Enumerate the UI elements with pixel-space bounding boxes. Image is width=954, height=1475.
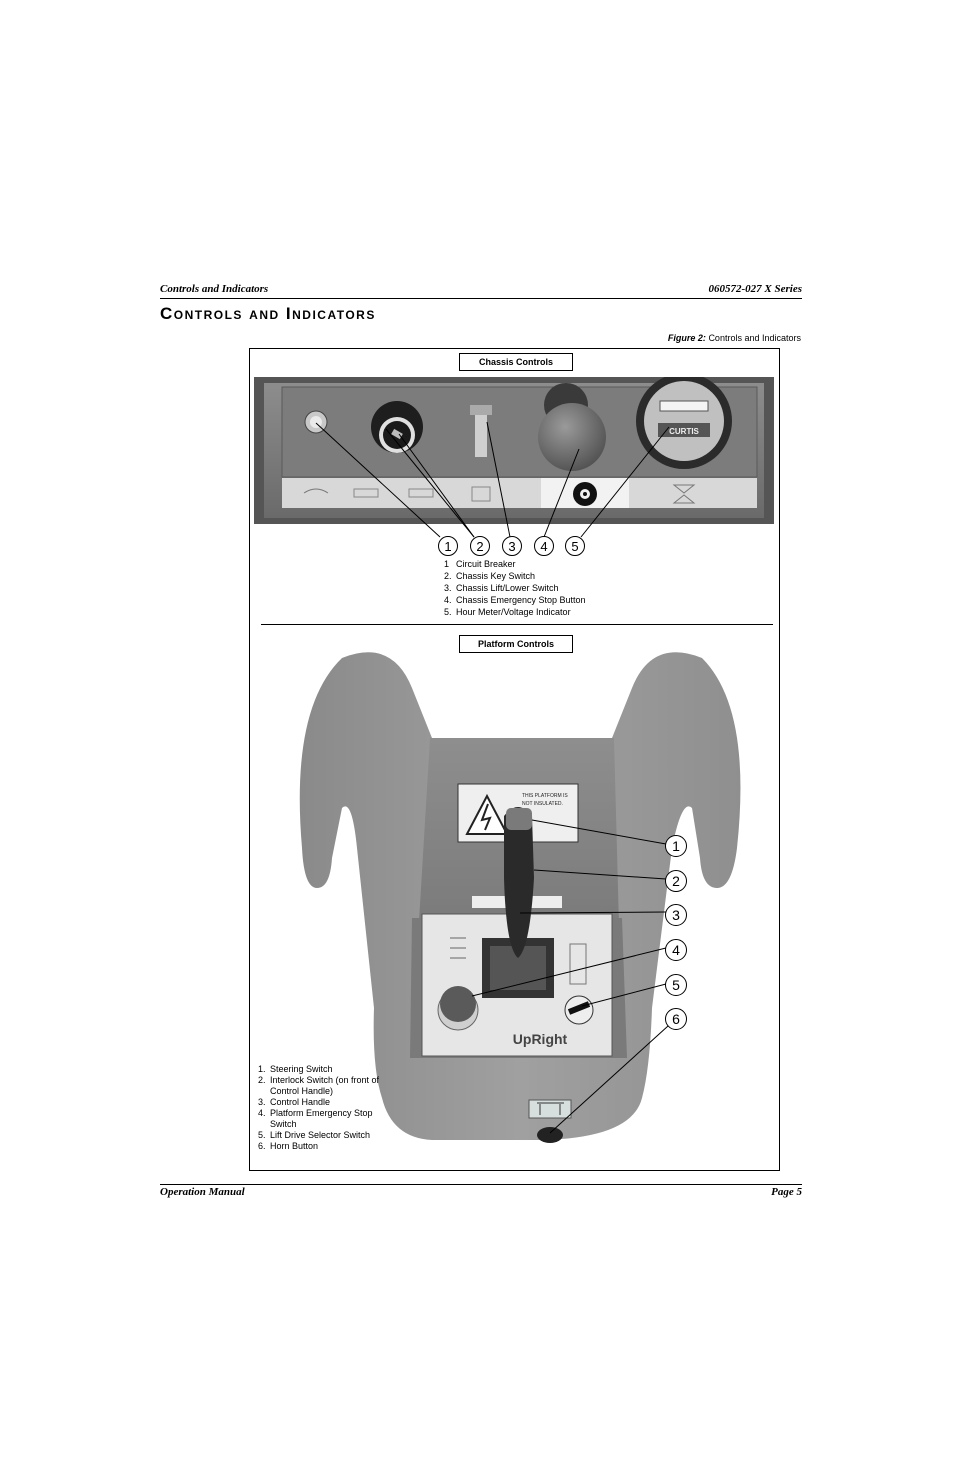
list-item-text: Hour Meter/Voltage Indicator [456, 607, 571, 617]
list-item-number: 2. [258, 1075, 266, 1085]
chassis-controls-photo: CURTIS [254, 377, 774, 524]
chassis-callout-1: 1 [444, 539, 451, 554]
chassis-callout-2: 2 [476, 539, 483, 554]
platform-callout-6: 6 [672, 1011, 680, 1027]
header-rule [160, 298, 802, 299]
platform-callout-2: 2 [672, 873, 680, 889]
list-item-text: Interlock Switch (on front of Control Ha… [270, 1075, 380, 1096]
list-item-number: 4. [444, 595, 452, 605]
footer-manual: Operation Manual [160, 1186, 245, 1198]
platform-callout-3: 3 [672, 907, 680, 923]
list-item: 1 Circuit Breaker [444, 558, 586, 570]
section-divider [261, 624, 773, 625]
list-item-number: 5. [444, 607, 452, 617]
list-item: 2. Interlock Switch (on front of Control … [258, 1075, 383, 1097]
list-item: 1. Steering Switch [258, 1064, 383, 1075]
platform-controls-photo: THIS PLATFORM IS NOT INSULATED. UpRight [299, 652, 741, 1143]
chassis-callout-4: 4 [540, 539, 547, 554]
figure-caption-text: Controls and Indicators [708, 333, 801, 343]
list-item-text: Control Handle [270, 1097, 331, 1107]
list-item-text: Steering Switch [270, 1064, 333, 1074]
chassis-controls-list: 1 Circuit Breaker 2. Chassis Key Switch 3.… [444, 558, 586, 618]
platform-controls-label: Platform Controls [459, 635, 573, 653]
list-item: 5. Hour Meter/Voltage Indicator [444, 606, 586, 618]
list-item-number: 6. [258, 1141, 266, 1151]
list-item-number: 1. [258, 1064, 266, 1074]
meter-brand: CURTIS [669, 427, 699, 436]
platform-brand: UpRight [513, 1031, 568, 1047]
figure-caption: Figure 2: Controls and Indicators [668, 333, 801, 343]
list-item: 3. Chassis Lift/Lower Switch [444, 582, 586, 594]
figure-frame [249, 348, 780, 1171]
list-item: 4. Chassis Emergency Stop Button [444, 594, 586, 606]
chassis-callout-5: 5 [571, 539, 578, 554]
chassis-callout-3: 3 [508, 539, 515, 554]
list-item: 6. Horn Button [258, 1141, 383, 1152]
list-item-text: Platform Emergency Stop Switch [270, 1108, 373, 1129]
list-item-text: Chassis Emergency Stop Button [456, 595, 586, 605]
list-item-text: Chassis Lift/Lower Switch [456, 583, 559, 593]
platform-callout-5: 5 [672, 977, 680, 993]
warning-line-1: THIS PLATFORM IS [522, 793, 568, 799]
figure-label: Figure 2: [667, 333, 706, 343]
page-title: Controls and Indicators [160, 304, 376, 323]
header-section: Controls and Indicators [160, 283, 269, 295]
chassis-callout-markers: 1 2 3 4 5 [438, 536, 585, 556]
warning-line-2: NOT INSULATED. [522, 801, 563, 807]
list-item-text: Lift Drive Selector Switch [270, 1130, 371, 1140]
list-item-text: Circuit Breaker [456, 559, 516, 569]
platform-callout-1: 1 [672, 838, 680, 854]
header-series: 060572-027 X Series [708, 283, 803, 295]
list-item-number: 4. [258, 1108, 266, 1118]
chassis-controls-label: Chassis Controls [459, 353, 573, 371]
platform-callout-lines: 1 2 3 4 5 6 [471, 819, 687, 1134]
chassis-callout-lines: 1 2 3 4 5 [315, 421, 670, 556]
list-item-text: Chassis Key Switch [456, 571, 536, 581]
list-item: 5. Lift Drive Selector Switch [258, 1130, 383, 1141]
list-item: 2. Chassis Key Switch [444, 570, 586, 582]
platform-callout-markers: 1 2 3 4 5 6 [665, 835, 687, 1030]
footer-rule [160, 1184, 802, 1185]
list-item-number: 3. [258, 1097, 266, 1107]
list-item-number: 1 [444, 559, 450, 569]
platform-controls-list: 1. Steering Switch 2. Interlock Switch (on… [258, 1064, 383, 1152]
list-item: 4. Platform Emergency Stop Switch [258, 1108, 383, 1130]
list-item-number: 2. [444, 571, 452, 581]
list-item-number: 3. [444, 583, 452, 593]
list-item-text: Horn Button [270, 1141, 319, 1151]
platform-callout-4: 4 [672, 942, 680, 958]
list-item-number: 5. [258, 1130, 266, 1140]
list-item: 3. Control Handle [258, 1097, 383, 1108]
page-number: Page 5 [771, 1186, 802, 1198]
